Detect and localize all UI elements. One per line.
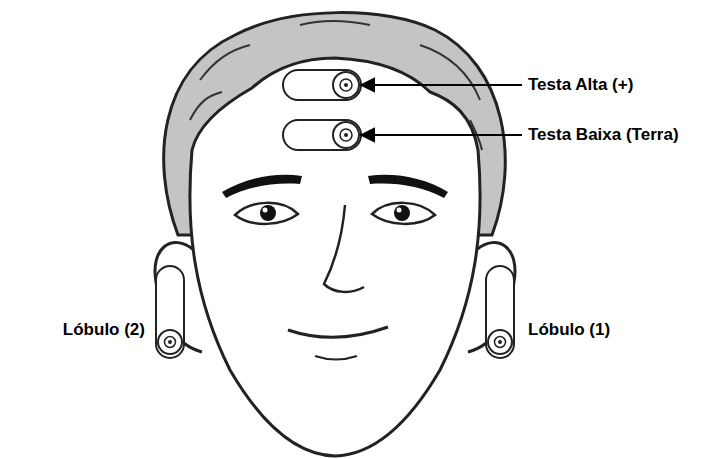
electrode-pad xyxy=(283,120,361,150)
right-eye xyxy=(372,203,435,224)
leader-arrow xyxy=(361,134,522,136)
mouth xyxy=(288,327,388,337)
electrode-snap xyxy=(333,72,359,98)
ear-clip-snap xyxy=(488,330,512,354)
ear-clip xyxy=(156,266,184,358)
face-outline xyxy=(190,58,480,456)
ear-clip-snap-ring xyxy=(495,337,506,348)
nose xyxy=(324,205,364,292)
leader-arrow xyxy=(361,84,522,86)
left-eye xyxy=(235,203,298,224)
electrode-label: Testa Alta (+) xyxy=(528,75,633,95)
electrode-label: Testa Baixa (Terra) xyxy=(528,125,679,145)
ear-clip-snap-center xyxy=(168,340,172,344)
earlobe-label: Lóbulo (1) xyxy=(528,320,610,340)
ear-clip xyxy=(486,266,514,358)
left-pupil xyxy=(260,205,276,221)
ear-clip-snap-ring xyxy=(165,337,176,348)
right-pupil xyxy=(394,205,410,221)
electrode-pad xyxy=(283,70,361,100)
earlobe-label: Lóbulo (2) xyxy=(63,320,145,340)
right-eye-glint xyxy=(397,208,402,213)
lower-lip xyxy=(315,356,357,360)
left-eye-glint xyxy=(263,208,268,213)
electrode-snap-ring xyxy=(340,129,352,141)
ear-clip-snap xyxy=(158,330,182,354)
electrode-snap xyxy=(333,122,359,148)
right-eyebrow xyxy=(368,175,448,198)
electrode-snap-ring xyxy=(340,79,352,91)
electrode-snap-center xyxy=(344,133,348,137)
electrode-snap-center xyxy=(344,83,348,87)
left-eyebrow xyxy=(222,175,302,198)
ear-clip-snap-center xyxy=(498,340,502,344)
